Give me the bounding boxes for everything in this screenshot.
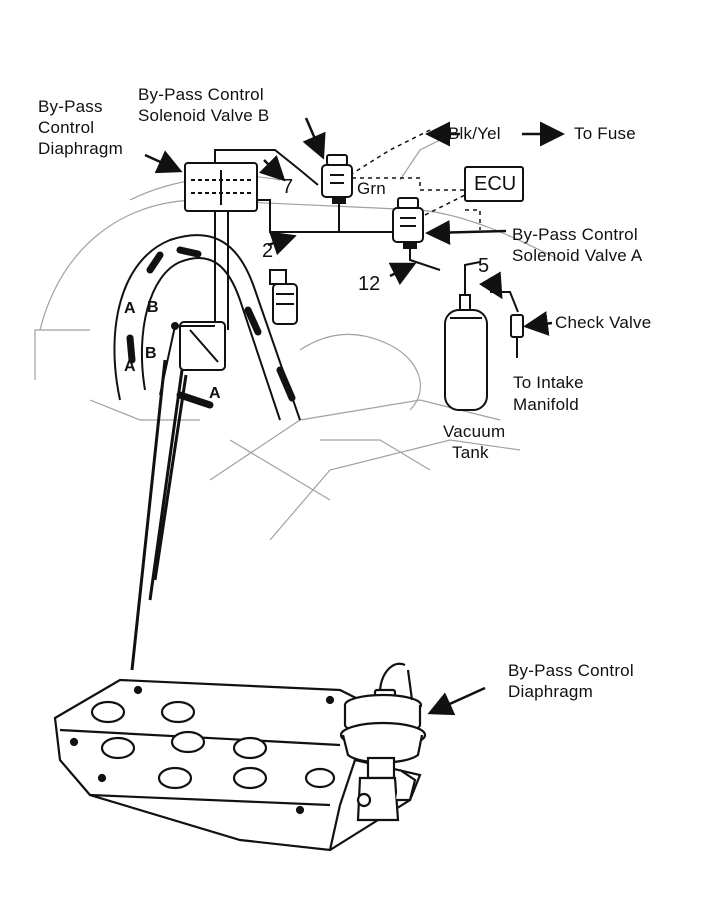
label-solenoid-a-line1: By-Pass Control [512,225,638,244]
port-letter-a-upper: A [124,300,136,317]
bypass-diaphragm-top [184,162,258,212]
intake-plenum [53,678,422,852]
label-blk-yel: Blk/Yel [448,124,501,143]
label-grn: Grn [357,179,386,198]
port-letter-b-lower: B [145,345,157,362]
label-to-fuse: To Fuse [574,124,636,143]
label-solenoid-b-line2: Solenoid Valve B [138,106,270,125]
label-bypass-diaphragm-top-line1: By-Pass [38,97,103,116]
hose-number-7: 7 [282,176,294,198]
label-to-intake-line1: To Intake [513,373,584,392]
leader-lines [130,359,188,671]
label-vacuum-tank-line2: Tank [452,443,489,462]
label-ecu: ECU [474,173,517,195]
label-arrows [144,117,565,716]
label-check-valve: Check Valve [555,313,652,332]
label-bypass-diaphragm-top-line2: Control [38,118,95,137]
wiring [349,129,481,230]
hose-number-2: 2 [262,240,274,262]
ecu-box [464,166,524,202]
label-bypass-diaphragm-top-line3: Diaphragm [38,139,123,158]
bypass-diaphragm-bottom [339,662,427,822]
throttle-body [159,321,226,396]
solenoid-valve-b [321,154,353,204]
check-valve [510,314,524,358]
solenoid-valve-a [392,197,424,249]
hose-number-12: 12 [358,273,381,295]
vacuum-hoses [214,149,519,330]
label-bypass-diaphragm-bottom-line2: Diaphragm [508,682,593,701]
label-solenoid-a-line2: Solenoid Valve A [512,246,643,265]
port-letter-a-lower: A [124,358,136,375]
vacuum-tank [444,294,488,411]
label-to-intake-line2: Manifold [513,395,579,414]
port-letter-a-right: A [209,385,221,402]
hose-number-5: 5 [478,255,490,277]
fuel-injector [269,269,298,325]
label-vacuum-tank-line1: Vacuum [443,422,506,441]
label-solenoid-b-line1: By-Pass Control [138,85,264,104]
intake-runner [113,234,301,421]
label-bypass-diaphragm-bottom-line1: By-Pass Control [508,661,634,680]
flow-arrows [126,246,296,409]
port-letter-b-upper: B [147,299,159,316]
